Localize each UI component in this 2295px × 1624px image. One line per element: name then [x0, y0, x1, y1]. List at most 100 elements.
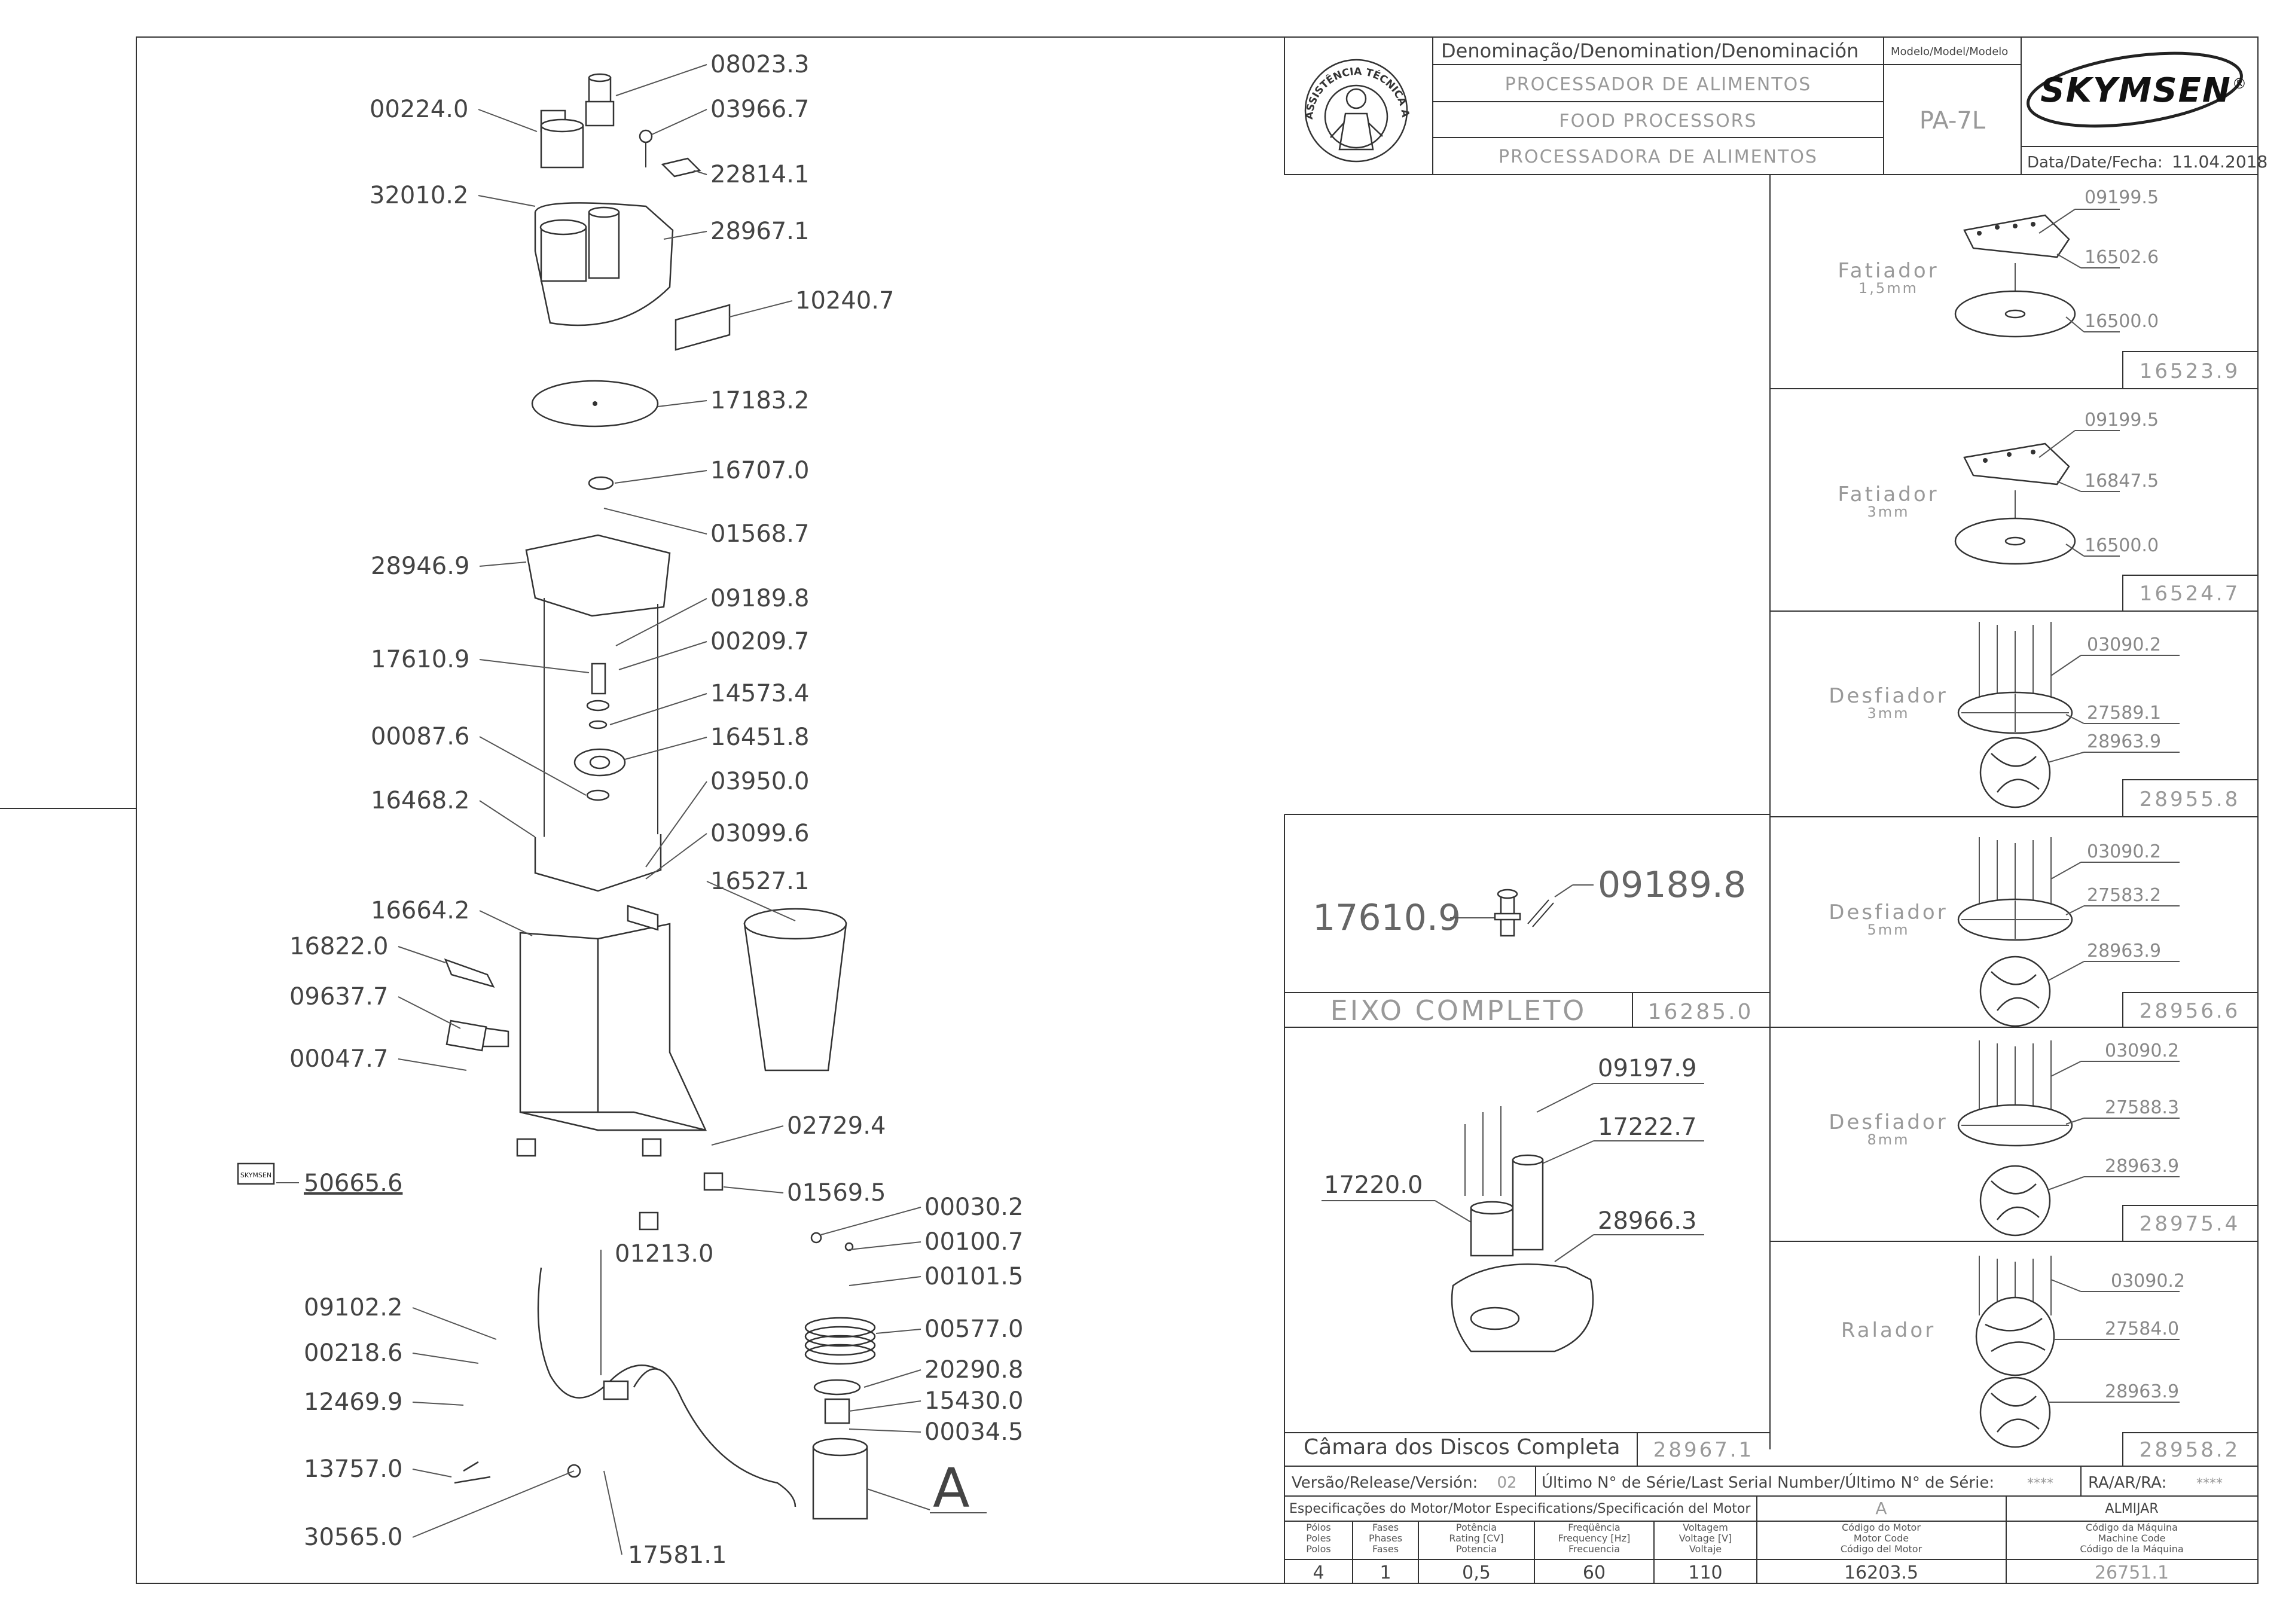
- date-value: 11.04.2018: [2172, 152, 2267, 172]
- part-label: 17581.1: [628, 1541, 727, 1569]
- part-label: 30565.0: [304, 1524, 402, 1551]
- blade-kit-code: 28955.8: [2140, 787, 2241, 811]
- part-label: 20290.8: [924, 1356, 1023, 1384]
- blade-label: 16500.0: [2085, 311, 2159, 332]
- blade-panel-3: Desfiador 3mm 03090.2 27589.1 28963.9 28…: [1829, 622, 2259, 817]
- spec-col-label: Potência: [1456, 1522, 1497, 1533]
- spec-column: Freqüência Frequency [Hz] Frecuencia 60: [1558, 1522, 1631, 1583]
- spec-col-label: Frecuencia: [1568, 1543, 1620, 1555]
- spec-col-label: Machine Code: [2098, 1533, 2165, 1544]
- blade-disc-top: [1975, 1296, 2055, 1376]
- blade-disc-base: [1979, 956, 2051, 1027]
- spec-col-label: Polos: [1306, 1543, 1330, 1555]
- motor-detail-letter: A: [933, 1457, 970, 1520]
- chamber-code: 28967.1: [1653, 1438, 1754, 1462]
- part-label: 17183.2: [710, 387, 809, 414]
- brand-logo: SKYMSEN ®: [2027, 51, 2247, 128]
- motor: [812, 1446, 868, 1520]
- spec-column: Potência Rating [CV] Potencia 0,5: [1449, 1522, 1503, 1583]
- spec-column: Fases Phases Fases 1: [1369, 1522, 1402, 1583]
- part-label: 22814.1: [710, 161, 809, 188]
- blade-label: 27588.3: [2105, 1097, 2179, 1118]
- part-label: 03099.6: [710, 820, 809, 847]
- spec-value: 0,5: [1462, 1562, 1491, 1583]
- power-cord: [537, 1267, 658, 1399]
- part-label: 17610.9: [371, 646, 469, 673]
- blade-label: 28963.9: [2105, 1156, 2179, 1177]
- spec-column: Pólos Poles Polos 4: [1306, 1522, 1331, 1583]
- ra-label: RA/AR/RA:: [2088, 1474, 2166, 1492]
- spec-col-label: Código do Motor: [1842, 1522, 1921, 1533]
- part-label: 08023.3: [710, 51, 809, 78]
- spec-col-label: Freqüência: [1568, 1522, 1620, 1533]
- spec-column: Código da Máquina Machine Code Código de…: [2080, 1522, 2183, 1583]
- blade-name: Ralador: [1841, 1318, 1936, 1342]
- chamber-tube-left: [1470, 1207, 1514, 1257]
- blade-size: 8mm: [1867, 1131, 1909, 1148]
- spec-value: 60: [1583, 1562, 1606, 1583]
- chamber-label: 17220.0: [1324, 1171, 1423, 1199]
- shaft-assembly: 17610.9 09189.8 EIXO COMPLETO 16285.0: [1313, 864, 1751, 1027]
- blade-panel-2: Fatiador 3mm 09199.5 16847.5 16500.0 165…: [1838, 410, 2259, 612]
- blade-label: 09199.5: [2085, 410, 2159, 431]
- blade-label: 16847.5: [2085, 471, 2159, 492]
- blade-kit-code: 16524.7: [2140, 582, 2241, 606]
- part-label: 03966.7: [710, 96, 809, 123]
- warranty-sticker: [237, 1162, 275, 1185]
- blade-label: 03090.2: [2111, 1271, 2185, 1292]
- part-label: 00224.0: [370, 96, 468, 123]
- part-label: 00577.0: [924, 1315, 1023, 1343]
- part-label: 00218.6: [304, 1339, 402, 1367]
- part-label: 12469.9: [304, 1388, 402, 1416]
- part-label: 00100.7: [924, 1228, 1023, 1256]
- version-value: 02: [1497, 1474, 1516, 1492]
- part-label: 16822.0: [289, 933, 388, 960]
- blade-kit-code: 28956.6: [2140, 999, 2241, 1023]
- part-label: 13757.0: [304, 1455, 402, 1483]
- blade-disc-base: [1979, 737, 2051, 808]
- blade-panel-4: Desfiador 5mm 03090.2 27583.2 28963.9 28…: [1829, 837, 2259, 1028]
- part-label: 14573.4: [710, 680, 809, 707]
- right-frames: [1284, 175, 2258, 1583]
- spec-col-label: Poles: [1306, 1533, 1331, 1544]
- spec-col-label: Código da Máquina: [2086, 1522, 2178, 1533]
- part-label: 16707.0: [710, 457, 809, 484]
- release-row: Versão/Release/Versión: 02 Último N° de …: [1284, 1466, 2258, 1497]
- blade-label: 09199.5: [2085, 187, 2159, 208]
- spec-value: 16203.5: [1844, 1562, 1918, 1583]
- blade-size: 3mm: [1867, 705, 1909, 722]
- chamber-body: [1451, 1263, 1594, 1353]
- model-header: Modelo/Model/Modelo: [1891, 45, 2008, 58]
- spec-value: 4: [1313, 1562, 1324, 1583]
- spec-col-a: A: [1875, 1498, 1887, 1518]
- part-label: 09637.7: [289, 983, 388, 1011]
- denomination-header: Denominação/Denomination/Denominación: [1441, 39, 1858, 62]
- part-label: 02729.4: [787, 1112, 886, 1140]
- svg-text:ASSISTÊNCIA TÉCNICA AUTORIZADA: ASSISTÊNCIA TÉCNICA AUTORIZADA: [0, 0, 1411, 120]
- part-label: 00047.7: [289, 1045, 388, 1073]
- blade-name: Fatiador: [1838, 259, 1939, 283]
- seal-text: ASSISTÊNCIA TÉCNICA AUTORIZADA: [0, 0, 1411, 120]
- shaft-caption: EIXO COMPLETO: [1330, 994, 1587, 1027]
- part-label: 00030.2: [924, 1193, 1023, 1221]
- brand-mark: ®: [2232, 75, 2247, 92]
- part-label: 32010.2: [370, 182, 468, 209]
- authorized-service-seal: ASSISTÊNCIA TÉCNICA AUTORIZADA: [0, 0, 1411, 163]
- spec-col-label: Frequency [Hz]: [1558, 1533, 1631, 1544]
- part-label: 28946.9: [371, 552, 469, 580]
- blade-disc-top: [1963, 214, 2070, 258]
- spec-header: Especificações do Motor/Motor Especifica…: [1289, 1501, 1751, 1516]
- part-label: 50665.6: [304, 1170, 402, 1197]
- blade-name: Desfiador: [1829, 900, 1948, 924]
- spec-col-label: Rating [CV]: [1449, 1533, 1503, 1544]
- part-label: 16451.8: [710, 724, 809, 751]
- blade-name: Desfiador: [1829, 1110, 1948, 1134]
- blade-label: 03090.2: [2105, 1040, 2179, 1061]
- part-label: 03950.0: [710, 768, 809, 795]
- name-pt: PROCESSADOR DE ALIMENTOS: [1505, 74, 1812, 95]
- blade-label: 16502.6: [2085, 247, 2159, 268]
- blade-label: 27583.2: [2087, 885, 2161, 906]
- blade-label: 28963.9: [2087, 731, 2161, 752]
- main-part-labels: 08023.3 00224.0 03966.7 22814.1 32010.2 …: [276, 51, 1023, 1569]
- shaft-left-label: 17610.9: [1313, 897, 1461, 939]
